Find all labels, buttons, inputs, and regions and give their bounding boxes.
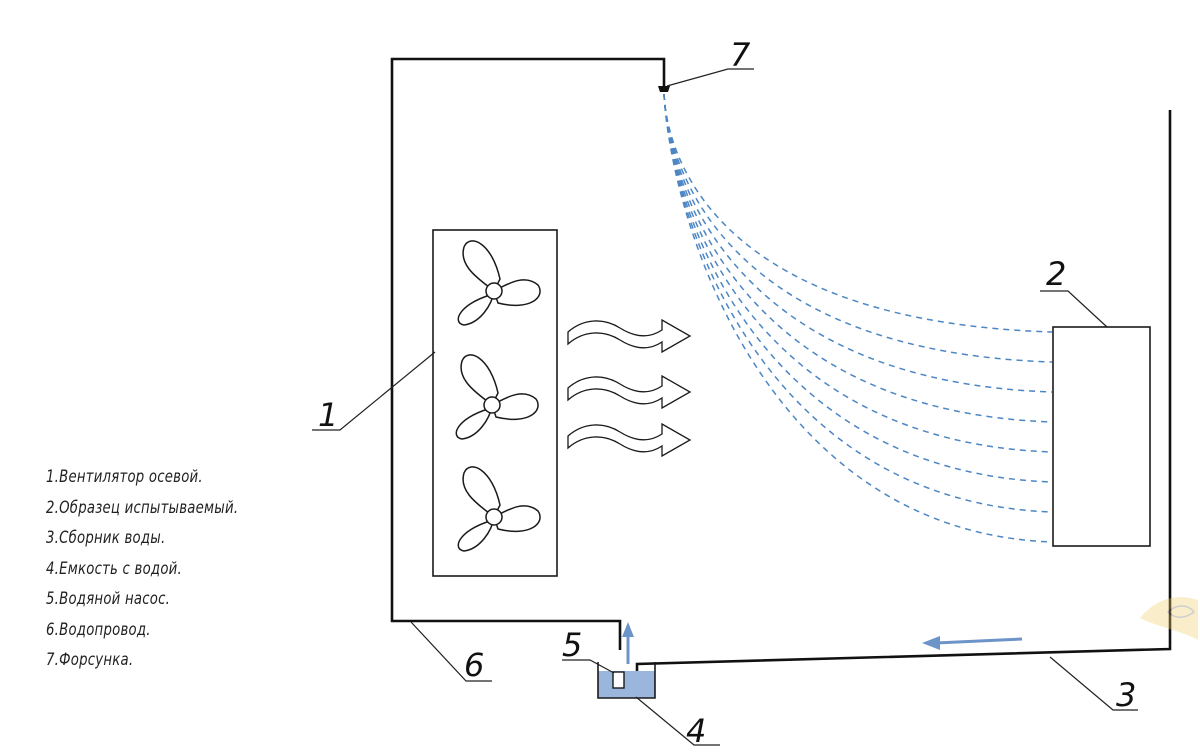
legend-item: 7.Форсунка. bbox=[46, 650, 134, 670]
airflow-arrow bbox=[567, 319, 691, 353]
legend-item: 5.Водяной насос. bbox=[46, 589, 171, 609]
callout-4: 4 bbox=[686, 712, 706, 750]
callout-6: 6 bbox=[464, 646, 484, 684]
legend-item: 6.Водопровод. bbox=[46, 619, 151, 640]
water-spray bbox=[663, 93, 1053, 543]
return-flow-arrow bbox=[922, 636, 1023, 650]
callout-5: 5 bbox=[562, 626, 582, 664]
callout-1: 1 bbox=[318, 396, 338, 434]
fan-rotor-top bbox=[457, 240, 541, 326]
watermark-fragment bbox=[1140, 597, 1198, 640]
callout-2: 2 bbox=[1046, 255, 1066, 293]
spray-jet bbox=[663, 93, 1053, 483]
leader-lines bbox=[312, 68, 1138, 746]
fan-rotor-bottom bbox=[457, 466, 541, 552]
spray-jet bbox=[663, 93, 1053, 393]
callout-3: 3 bbox=[1116, 676, 1136, 714]
test-sample bbox=[1052, 326, 1151, 547]
legend-item: 4.Емкость с водой. bbox=[46, 558, 182, 579]
legend: 1.Вентилятор осевой. 2.Образец испытывае… bbox=[46, 462, 238, 676]
airflow-arrows bbox=[567, 319, 691, 457]
water-pump bbox=[612, 671, 625, 689]
legend-item: 3.Сборник воды. bbox=[46, 528, 166, 548]
spray-jet bbox=[663, 93, 1053, 543]
spray-jet bbox=[663, 93, 1053, 513]
fan-rotor-middle bbox=[455, 354, 539, 440]
airflow-arrow bbox=[567, 423, 691, 457]
spray-jet bbox=[663, 93, 1053, 453]
spray-nozzle bbox=[658, 86, 670, 92]
axial-fan-unit bbox=[432, 229, 558, 577]
airflow-arrow bbox=[567, 375, 691, 409]
legend-item: 1.Вентилятор осевой. bbox=[46, 467, 203, 487]
pump-flow-arrow bbox=[622, 622, 634, 664]
spray-jet bbox=[663, 93, 1053, 363]
water-pipe bbox=[390, 57, 666, 650]
spray-jet bbox=[663, 93, 1053, 423]
callout-7: 7 bbox=[730, 36, 751, 74]
legend-item: 2.Образец испытываемый. bbox=[46, 497, 239, 518]
water-tank bbox=[597, 662, 656, 699]
